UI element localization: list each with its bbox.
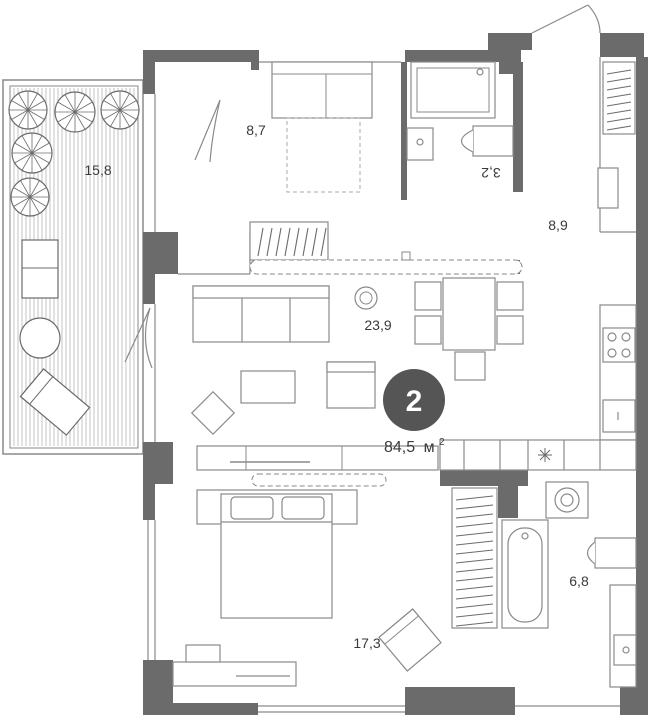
toilet-icon [472, 125, 514, 157]
walls [143, 33, 648, 715]
coffee-table-icon [240, 370, 296, 404]
total-area-value: 84,5 [384, 439, 415, 456]
total-area: 84,5 м 2 [384, 437, 445, 456]
door-swings [124, 99, 221, 369]
toilet-icon [586, 537, 637, 569]
bathroom-top [406, 61, 514, 161]
hob-icon [602, 327, 636, 363]
sink-icon [609, 584, 637, 688]
area-balcony: 15,8 [84, 162, 111, 178]
total-area-unit: м [424, 439, 435, 456]
lamp-icon [354, 286, 378, 310]
total-area-sup: 2 [439, 437, 445, 448]
round-table-icon [19, 317, 61, 359]
rooms-badge: 2 [383, 369, 445, 431]
sliding-partition [249, 259, 523, 275]
snowflake-icon [538, 448, 552, 462]
desk-icon [172, 644, 297, 687]
sliding-partition [251, 473, 387, 487]
armchair-icon [326, 361, 376, 409]
area-bedroom-bottom: 17,3 [353, 635, 380, 651]
dining-table-icon [414, 277, 524, 381]
area-labels: 15,8 8,7 3,2 8,9 23,9 17,3 6,8 [84, 122, 589, 651]
area-bedroom-top: 8,7 [246, 122, 266, 138]
area-bathroom-bottom: 6,8 [569, 573, 589, 589]
bench-icon [21, 239, 59, 299]
pouf-icon [190, 390, 236, 436]
armchair-icon [378, 608, 442, 672]
lounger-icon [19, 368, 91, 436]
living-kitchen [190, 221, 637, 487]
sink-icon [602, 399, 636, 433]
sofa-icon [271, 61, 373, 119]
area-living-kitchen: 23,9 [364, 317, 391, 333]
hallway [597, 61, 636, 209]
bathroom-bottom [451, 481, 637, 688]
foldout-bed-outline [286, 117, 361, 193]
balcony [2, 79, 144, 455]
bench-icon [597, 167, 619, 209]
kitchen-icon [439, 304, 637, 471]
tv-unit-icon [196, 445, 439, 471]
sofa-icon [192, 285, 330, 343]
washing-machine-icon [545, 481, 589, 519]
wardrobe-icon [249, 221, 329, 261]
bedroom-bottom [172, 489, 442, 687]
rooms-count: 2 [406, 385, 423, 418]
bed-icon [220, 493, 333, 619]
area-bathroom-top: 3,2 [481, 165, 501, 181]
bedroom-top [271, 61, 373, 193]
bathtub-icon [501, 519, 549, 629]
area-hallway: 8,9 [548, 217, 568, 233]
